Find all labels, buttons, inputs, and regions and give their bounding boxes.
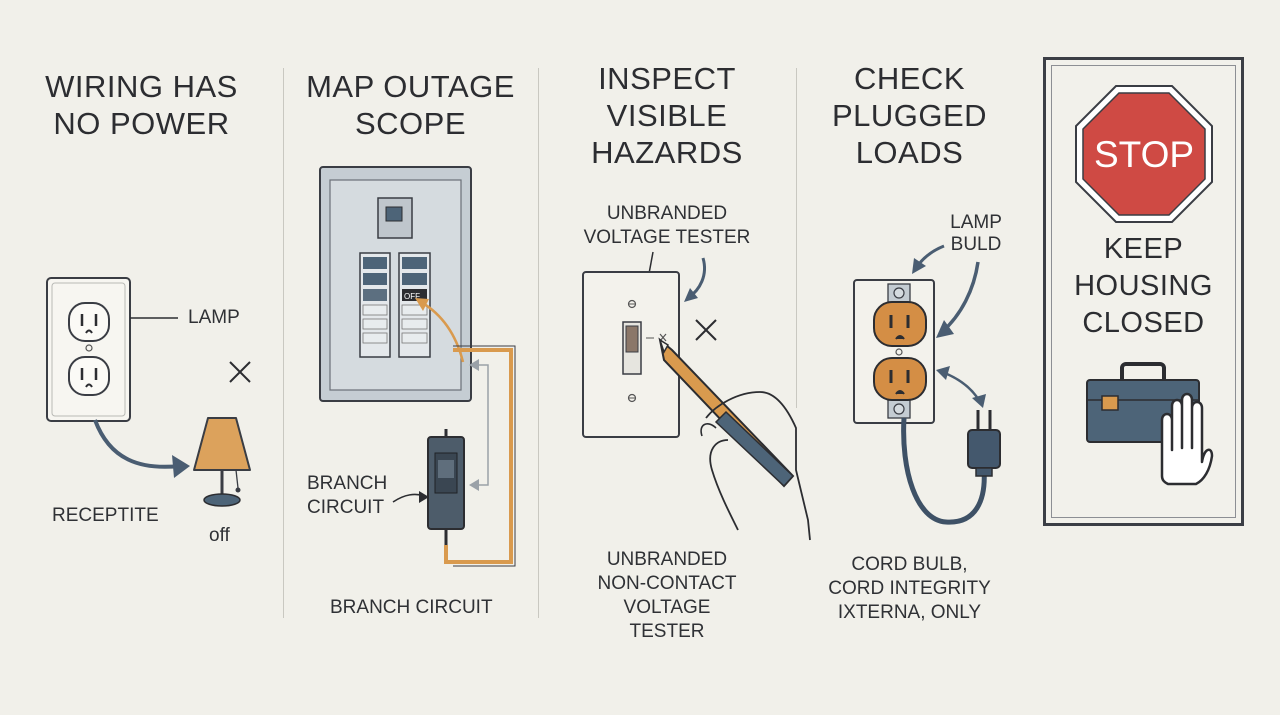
x-mark-icon [695, 319, 717, 341]
divider-2 [538, 68, 539, 618]
cord-note-label: CORD BULB, CORD INTEGRITY IXTERNA, ONLY [828, 554, 991, 623]
panel-check-plugged-loads: CHECK PLUGGED LOADS LAMP BULD [796, 0, 1023, 715]
tester-top-label: UNBRANDED VOLTAGE TESTER [583, 203, 751, 248]
outlet-orange-top-icon [873, 301, 927, 347]
plug-icon [967, 410, 1001, 477]
branch-circuit-bottom-label: BRANCH CIRCUIT [330, 597, 493, 618]
panel-inspect-visible-hazards: INSPECT VISIBLE HAZARDS UNBRANDED VOLTAG… [538, 0, 811, 715]
panel-3-title: INSPECT VISIBLE HAZARDS [591, 61, 743, 170]
toggle-switch-icon [625, 325, 639, 353]
arrow-icon [172, 455, 190, 478]
off-label: off [209, 525, 230, 546]
stop-message: KEEP HOUSING CLOSED [1074, 233, 1213, 339]
receptacle-label: RECEPTITE [52, 505, 159, 526]
tester-bottom-label: UNBRANDED NON-CONTACT VOLTAGE TESTER [597, 549, 737, 642]
voltage-tester-icon [658, 337, 795, 488]
breaker-panel-illustration: OFF [319, 166, 516, 567]
hand-icon [705, 391, 811, 541]
outlet-orange-bottom-icon [873, 357, 927, 401]
power-cord-icon [901, 417, 987, 525]
lamp-bulb-label: LAMP BULD [950, 212, 1002, 255]
divider-1 [283, 68, 284, 618]
lamp-label: LAMP [188, 307, 240, 328]
panel-4-title: CHECK PLUGGED LOADS [831, 61, 988, 170]
x-mark-icon [229, 361, 251, 383]
receptacle-lamp-illustration [46, 277, 251, 507]
circuit-breaker-icon [427, 429, 465, 564]
branch-circuit-side-label: BRANCH CIRCUIT [307, 473, 388, 518]
lamp-icon [193, 417, 251, 507]
breaker-row-right [398, 252, 431, 358]
plugged-load-illustration [853, 244, 1001, 525]
outlet-bottom-icon [68, 356, 110, 396]
switch-tester-illustration [582, 251, 811, 541]
breaker-off-label: OFF [404, 292, 420, 301]
panel-map-outage-scope: MAP OUTAGE SCOPE OFF [283, 0, 538, 715]
breaker-row-left [359, 252, 391, 358]
panel-2-title: MAP OUTAGE SCOPE [306, 69, 515, 141]
panel-1-title: WIRING HAS NO POWER [45, 69, 238, 141]
outlet-top-icon [68, 302, 110, 342]
panel-wiring-no-power: WIRING HAS NO POWER LAM [0, 0, 283, 715]
divider-3 [796, 68, 797, 408]
